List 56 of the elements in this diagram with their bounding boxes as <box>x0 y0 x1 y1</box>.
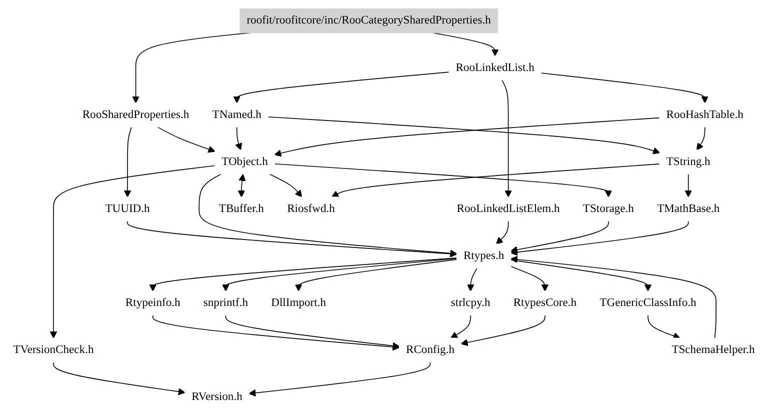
arrow <box>496 220 509 244</box>
arrow <box>127 220 458 258</box>
node-text: TNamed.h <box>212 108 262 122</box>
node-text: RooLinkedList.h <box>456 62 534 74</box>
node-text: TVersionCheck.h <box>13 344 94 356</box>
arrow <box>432 32 499 56</box>
node-text: TStorage.h <box>582 202 634 216</box>
arrow <box>156 126 216 153</box>
arrow <box>540 72 708 104</box>
arrow <box>332 164 660 198</box>
node-text: DllImport.h <box>271 296 326 310</box>
arrow <box>152 314 400 351</box>
arrow <box>460 314 546 346</box>
arrow <box>450 314 471 338</box>
arrow <box>684 174 692 198</box>
arrow <box>233 72 450 104</box>
node-text: TUUID.h <box>105 202 150 216</box>
arrow <box>50 165 216 338</box>
node-text: strlcpy.h <box>450 296 490 310</box>
arrow <box>149 258 458 292</box>
node-text: RVersion.h <box>192 390 242 404</box>
node-text: Riosfwd.h <box>287 202 335 216</box>
node-text: TBuffer.h <box>218 202 264 216</box>
arrow <box>274 163 612 198</box>
arrow <box>510 220 609 254</box>
node-text: RooSharedProperties.h <box>82 108 190 122</box>
node-text: TGenericClassInfo.h <box>600 296 696 310</box>
arrow <box>235 126 242 150</box>
node-text: TMathBase.h <box>657 202 720 216</box>
arrow <box>696 126 706 150</box>
node-text: Rtypeinfo.h <box>125 296 180 310</box>
arrow <box>466 268 478 292</box>
arrow <box>294 259 458 292</box>
node-box: roofit/roofitcore/inc/RooCategorySharedProperties.h <box>240 8 498 34</box>
arrow <box>648 314 680 340</box>
node-text: RooLinkedListElem.h <box>456 202 560 216</box>
arrow <box>510 220 689 256</box>
node-text: RooHashTable.h <box>666 108 744 122</box>
arrow <box>510 266 549 292</box>
arrow <box>53 362 186 396</box>
arrow <box>268 174 302 198</box>
arrow <box>510 260 652 292</box>
node-text: TObject.h <box>222 156 268 168</box>
arrow <box>238 174 246 198</box>
node-text: snprintf.h <box>203 296 248 310</box>
arrow <box>198 174 458 257</box>
node-text: RConfig.h <box>406 344 454 356</box>
node-text: RtypesCore.h <box>513 296 577 310</box>
arrow <box>124 126 132 198</box>
arrow <box>510 256 716 339</box>
arrow <box>222 258 458 292</box>
arrow <box>248 362 431 397</box>
node-text: TSchemaHelper.h <box>672 344 755 356</box>
node-text: TString.h <box>666 156 710 168</box>
arrow <box>501 79 512 198</box>
arrow <box>225 314 400 350</box>
